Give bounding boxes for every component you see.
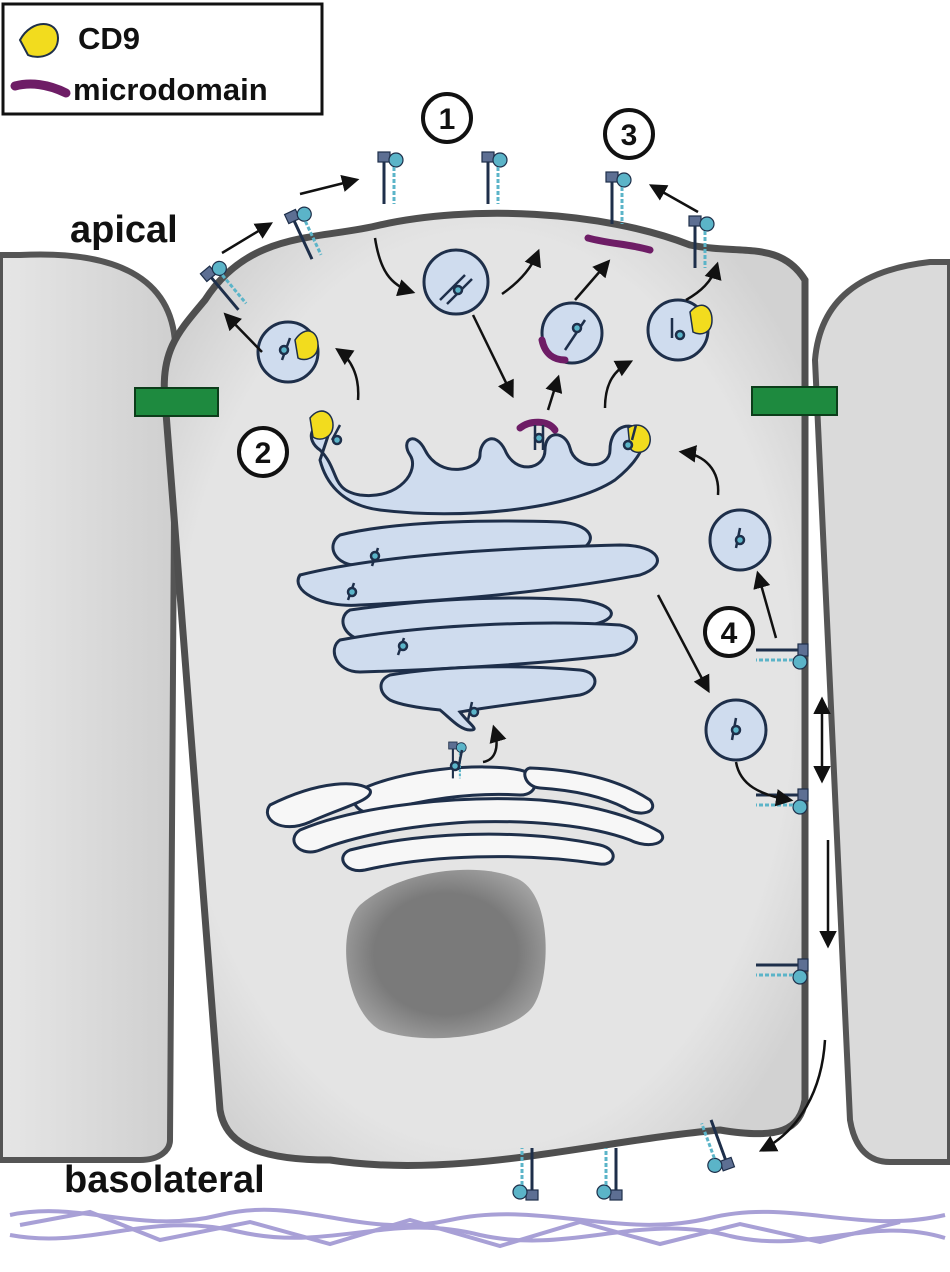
svg-text:2: 2	[255, 437, 272, 470]
protein-apical-1	[376, 150, 405, 206]
cd9-legend-icon	[18, 23, 60, 58]
cd9-mark-3	[309, 410, 334, 440]
label-apical: apical	[70, 209, 178, 251]
cd9-mark-1	[294, 330, 319, 361]
step-marker-2: 2	[237, 426, 289, 478]
svg-text:1: 1	[439, 103, 456, 136]
microdomain-legend-icon	[10, 79, 71, 98]
microdomain-marks	[516, 234, 654, 434]
legend-box	[1, 2, 324, 116]
step-marker-1: 1	[421, 92, 473, 144]
step-marker-4: 4	[703, 606, 755, 658]
step-marker-3: 3	[603, 108, 655, 160]
cargo-markers	[278, 274, 746, 772]
endoplasmic-reticulum	[266, 765, 664, 873]
legend-label-microdomain: microdomain	[73, 72, 268, 107]
cd9-marks	[294, 304, 713, 454]
cd9-mark-2	[689, 304, 713, 335]
left-neighbor-cell	[0, 251, 179, 1163]
legend: CD9 microdomain	[1, 2, 324, 116]
protein-apical-3	[604, 170, 633, 226]
right-neighbor-cell	[811, 259, 950, 1165]
tight-junction-left	[134, 387, 219, 417]
tight-junction-right	[751, 386, 838, 416]
svg-text:3: 3	[621, 119, 638, 152]
extracellular-matrix	[9, 1207, 946, 1249]
vesicle-1	[422, 248, 490, 316]
nucleus	[346, 869, 546, 1039]
protein-apical-2	[480, 150, 509, 206]
svg-text:4: 4	[721, 617, 738, 650]
trafficking-arrows	[221, 174, 837, 1152]
vesicle-3	[540, 301, 604, 365]
legend-label-cd9: CD9	[78, 21, 140, 56]
label-basolateral: basolateral	[64, 1159, 265, 1201]
golgi-apparatus	[296, 424, 659, 732]
protein-basal-2	[595, 1146, 624, 1202]
